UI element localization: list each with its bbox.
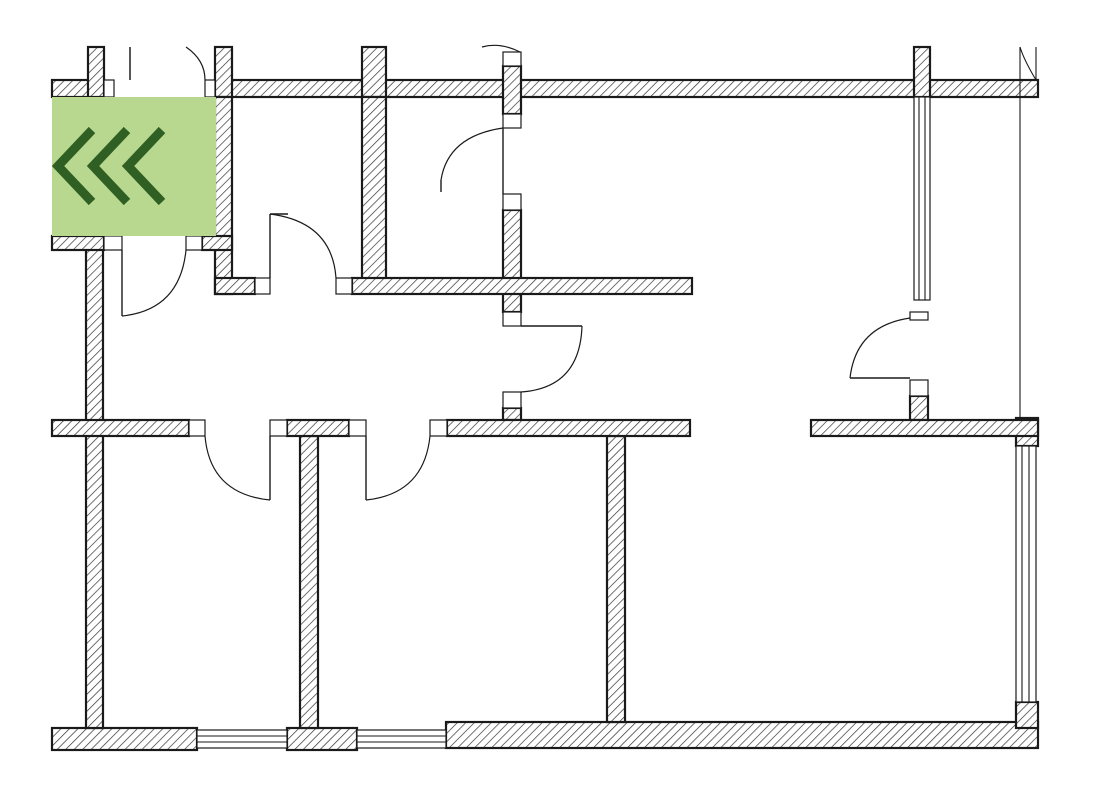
jamb bbox=[429, 419, 448, 437]
wall-stub-top-2 bbox=[213, 45, 234, 99]
jamb bbox=[502, 311, 522, 327]
wall-stub-top-4 bbox=[912, 45, 932, 99]
outer-walls bbox=[50, 78, 1040, 752]
door-arc-corridor bbox=[520, 325, 583, 393]
wall-bottom-left bbox=[50, 726, 199, 752]
door-arc-upper-middle bbox=[440, 127, 504, 181]
wall-420-right bbox=[809, 418, 1040, 438]
window-right-lower bbox=[1015, 445, 1037, 703]
door-arc-right-room bbox=[849, 317, 911, 379]
window-bottom-middle bbox=[356, 729, 447, 749]
door-jambs bbox=[103, 51, 929, 437]
wall-left-vertical bbox=[84, 234, 105, 730]
wall-stub-505-lower bbox=[501, 406, 523, 422]
jamb bbox=[204, 79, 216, 98]
wall-upper-left-foot bbox=[213, 276, 257, 296]
wall-mid-horizontal bbox=[350, 276, 694, 296]
wall-stub-912 bbox=[908, 394, 930, 422]
jamb bbox=[348, 419, 367, 437]
wall-upper-middle bbox=[360, 95, 388, 282]
wall-entrance-bottom-stub bbox=[200, 234, 234, 252]
wall-lower-left-middle bbox=[298, 434, 320, 730]
jamb bbox=[502, 193, 522, 211]
door-arc-upper-room bbox=[269, 213, 337, 279]
window-bottom-left bbox=[196, 729, 288, 749]
jamb bbox=[909, 311, 929, 321]
door-arc-lower-left bbox=[204, 435, 271, 501]
wall-stub-505-top bbox=[501, 64, 523, 116]
doors bbox=[121, 44, 911, 501]
windows bbox=[129, 46, 1037, 749]
jamb bbox=[103, 79, 115, 98]
jamb bbox=[909, 379, 929, 397]
wall-entrance-right bbox=[213, 95, 234, 296]
door-arc-below-entrance bbox=[121, 249, 187, 317]
jamb bbox=[103, 235, 123, 251]
jamb bbox=[502, 113, 522, 129]
jamb bbox=[502, 51, 522, 67]
jamb bbox=[335, 277, 353, 295]
wall-bottom-right bbox=[444, 720, 1040, 750]
wall-420-middle-right bbox=[445, 418, 692, 438]
jamb bbox=[185, 235, 203, 251]
wall-bottom-middle bbox=[285, 726, 359, 752]
entrance-marker[interactable] bbox=[51, 97, 216, 236]
wall-505-middle bbox=[501, 208, 523, 314]
door-arc-lower-middle bbox=[365, 435, 431, 501]
interior-horizontal-walls bbox=[50, 234, 1040, 438]
jamb bbox=[269, 419, 288, 437]
glass-partition bbox=[913, 96, 931, 301]
wall-420-middle-left bbox=[285, 418, 351, 438]
wall-entrance-bottom-left bbox=[50, 234, 106, 252]
door-arc-top-entrance bbox=[185, 46, 206, 81]
wall-right-corner-bottom bbox=[1014, 700, 1040, 730]
jamb bbox=[502, 391, 522, 409]
triple-chevron-left-icon bbox=[51, 126, 166, 206]
wall-lower-middle-right bbox=[605, 434, 627, 724]
window-right-upper-curve bbox=[1019, 46, 1037, 81]
wall-420-left bbox=[50, 418, 191, 438]
wall-stub-top-1 bbox=[86, 45, 106, 99]
jamb bbox=[188, 419, 206, 437]
door-arc-top-505 bbox=[481, 44, 521, 53]
wall-stub-top-3 bbox=[360, 45, 388, 99]
jamb bbox=[254, 277, 271, 295]
